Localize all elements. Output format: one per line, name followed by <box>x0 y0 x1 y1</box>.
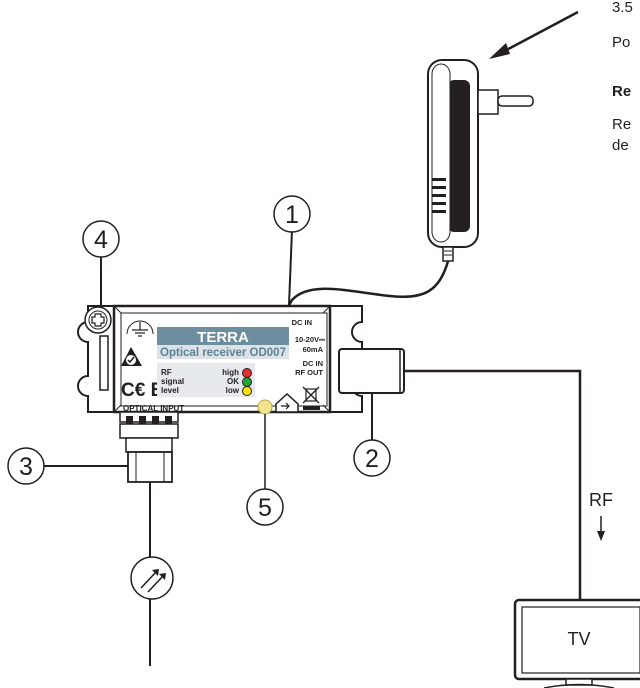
indoor-use-icon <box>275 392 299 413</box>
callout-2: 2 <box>353 393 391 477</box>
rf-level-panel <box>157 363 255 397</box>
led-low <box>242 386 252 396</box>
level-high-label: high <box>222 368 239 377</box>
power-arrow <box>489 10 579 59</box>
callout-4-label: 4 <box>94 226 108 254</box>
optical-input-label: OPTICAL INPUT <box>123 404 184 413</box>
callout-1-label: 1 <box>285 201 299 229</box>
dc-in-rf-out-label-1: DC IN <box>303 359 323 368</box>
callout-2-label: 2 <box>365 445 379 473</box>
callout-3: 3 <box>7 447 128 485</box>
model-label-bg <box>157 345 289 359</box>
level-ok-label: OK <box>227 377 239 386</box>
led-ok <box>242 377 252 387</box>
callout-4: 4 <box>82 220 120 306</box>
power-adapter <box>427 59 534 262</box>
text-line-de: de <box>612 137 629 154</box>
callout-5-label: 5 <box>258 494 272 522</box>
ground-symbol-icon <box>126 320 154 337</box>
callout-5: 5 <box>246 414 284 526</box>
rf-connector <box>338 348 405 394</box>
text-line-re: Re <box>612 116 632 133</box>
ground-screw <box>84 306 112 334</box>
rf-cable <box>404 369 582 600</box>
rf-direction-arrow <box>597 516 605 541</box>
rf-direction-label: RF <box>589 490 613 510</box>
dc-in-label: DC IN <box>292 318 312 327</box>
optical-receiver-device: C€ EAC TERRA Optical receiver OD007 DC I… <box>77 304 363 415</box>
model-name: Optical receiver OD007 <box>160 347 286 359</box>
rf-level-label-1: RF <box>161 368 172 377</box>
tv-icon <box>513 598 640 688</box>
dc-in-rf-out-label-2: RF OUT <box>295 368 323 377</box>
text-line-3-5: 3.5 <box>612 0 633 16</box>
brand-label-bg <box>157 327 289 345</box>
voltage-label: 10-20V⎓ <box>295 335 326 344</box>
level-low-label: low <box>226 386 240 395</box>
callout-3-label: 3 <box>19 453 33 481</box>
status-led-5 <box>257 399 273 415</box>
rf-level-label-3: level <box>161 386 179 395</box>
weee-bin-icon <box>302 386 320 410</box>
text-line-po: Po <box>612 34 631 51</box>
optical-connector <box>119 411 179 483</box>
rcm-certification-icon <box>121 347 142 366</box>
tv-label: TV <box>567 629 590 649</box>
callout-1: 1 <box>273 195 311 306</box>
rf-level-label-2: signal <box>161 377 184 386</box>
led-high <box>242 368 252 378</box>
text-heading-re: Re <box>612 83 632 100</box>
current-label: 60mA <box>303 345 324 354</box>
light-signal-icon <box>130 556 174 600</box>
brand-name: TERRA <box>197 329 249 346</box>
